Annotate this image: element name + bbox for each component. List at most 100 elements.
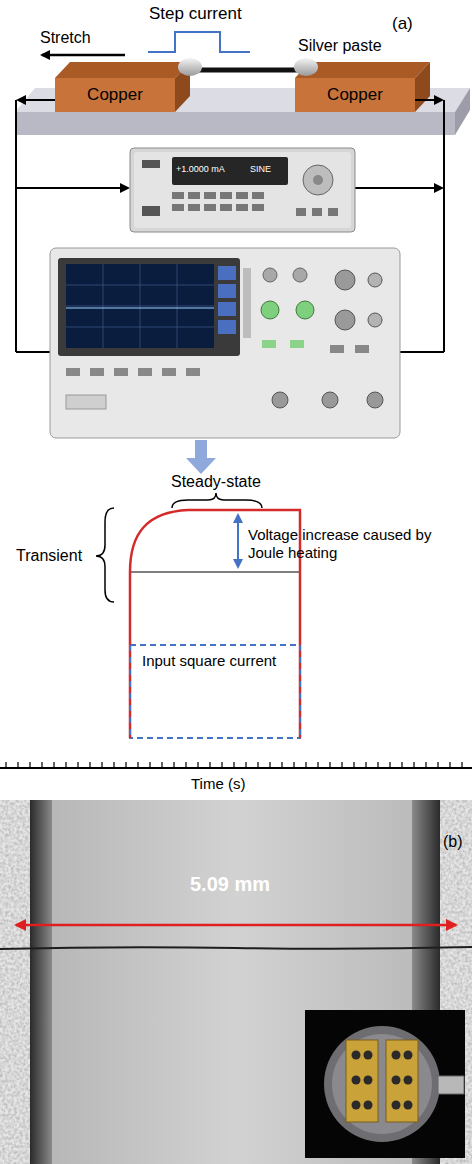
inset-photo bbox=[404, 1101, 413, 1110]
current-source bbox=[236, 204, 248, 211]
oscilloscope bbox=[66, 264, 214, 348]
oscilloscope bbox=[50, 248, 400, 438]
micrograph bbox=[0, 800, 30, 1164]
oscilloscope bbox=[186, 368, 200, 376]
current-source bbox=[134, 152, 351, 228]
current-source bbox=[188, 204, 200, 211]
current-source bbox=[252, 204, 264, 211]
wiring bbox=[16, 187, 128, 189]
oscilloscope bbox=[355, 345, 369, 353]
oscilloscope bbox=[103, 264, 104, 348]
wiring bbox=[355, 187, 442, 189]
wiring bbox=[15, 100, 17, 352]
oscilloscope bbox=[162, 368, 176, 376]
input-square-current bbox=[130, 645, 300, 738]
micrograph bbox=[0, 947, 472, 949]
annotation: Voltage increase caused by Joule heating bbox=[248, 526, 463, 562]
copper-block-faces bbox=[55, 62, 190, 78]
micrograph bbox=[0, 800, 472, 1164]
inset-photo bbox=[364, 1101, 373, 1110]
oscilloscope bbox=[290, 340, 304, 348]
output-arrow bbox=[186, 440, 216, 474]
panel-label: (b) bbox=[443, 832, 463, 851]
oscilloscope bbox=[330, 345, 344, 353]
copper-block: Copper bbox=[295, 78, 415, 112]
base-plate bbox=[455, 88, 470, 135]
inset-photo bbox=[386, 1040, 418, 1122]
inset-photo bbox=[324, 1026, 440, 1142]
inset-photo bbox=[352, 1076, 361, 1085]
inset-photo bbox=[364, 1076, 373, 1085]
baseline-level bbox=[130, 572, 300, 573]
inset-photo bbox=[404, 1051, 413, 1060]
micrograph bbox=[0, 800, 30, 1164]
inset-photo bbox=[392, 1051, 401, 1060]
inset-photo bbox=[364, 1051, 373, 1060]
signal-label: Input square current bbox=[142, 652, 276, 670]
current-source bbox=[328, 208, 338, 216]
micrograph bbox=[0, 800, 472, 1164]
oscilloscope bbox=[140, 264, 141, 348]
current-source bbox=[312, 208, 322, 216]
region-label: Steady-state bbox=[171, 472, 261, 491]
region-label: Transient bbox=[16, 546, 82, 565]
dashed-overlay bbox=[299, 645, 301, 738]
current-source bbox=[142, 160, 160, 168]
voltage-increase-arrow bbox=[237, 515, 239, 567]
wiring bbox=[18, 99, 55, 101]
current-source bbox=[172, 204, 184, 211]
oscilloscope bbox=[218, 320, 236, 334]
current-source bbox=[303, 165, 333, 195]
oscilloscope bbox=[138, 368, 152, 376]
wiring bbox=[443, 100, 445, 352]
pulse-symbol bbox=[148, 32, 250, 52]
part-label: Silver paste bbox=[298, 36, 382, 55]
oscilloscope bbox=[262, 340, 276, 348]
copper-block-faces bbox=[55, 62, 430, 112]
inset-photo bbox=[404, 1076, 413, 1085]
oscilloscope bbox=[368, 273, 382, 287]
oscilloscope bbox=[58, 258, 240, 356]
oscilloscope bbox=[272, 392, 288, 408]
inset-photo bbox=[392, 1101, 401, 1110]
current-source bbox=[188, 192, 200, 199]
direction-label: Stretch bbox=[40, 28, 91, 47]
current-source bbox=[172, 192, 184, 199]
inset-photo bbox=[352, 1101, 361, 1110]
oscilloscope bbox=[90, 368, 104, 376]
node-label: Copper bbox=[327, 85, 383, 105]
oscilloscope bbox=[218, 302, 236, 316]
silver-paste bbox=[294, 58, 318, 76]
inset-photo bbox=[392, 1076, 401, 1085]
base-plate bbox=[15, 112, 455, 135]
oscilloscope bbox=[263, 268, 277, 282]
inset-photo bbox=[438, 1076, 464, 1094]
oscilloscope bbox=[261, 301, 279, 319]
oscilloscope bbox=[66, 264, 214, 348]
inset-photo bbox=[346, 1040, 378, 1122]
copper-block-faces bbox=[415, 62, 430, 112]
oscilloscope bbox=[335, 270, 355, 290]
current-source bbox=[204, 192, 216, 199]
inset-photo bbox=[352, 1051, 361, 1060]
current-source bbox=[172, 157, 288, 185]
oscilloscope bbox=[218, 266, 236, 280]
oscilloscope bbox=[50, 248, 400, 438]
stretch-arrow bbox=[42, 54, 125, 57]
dimension-label: 5.09 mm bbox=[190, 872, 270, 896]
oscilloscope bbox=[218, 284, 236, 298]
oscilloscope bbox=[368, 313, 382, 327]
oscilloscope bbox=[367, 392, 383, 408]
wiring bbox=[16, 351, 50, 353]
copper-block: Copper bbox=[55, 78, 175, 112]
signal-label: Step current bbox=[149, 4, 242, 24]
wiring bbox=[415, 99, 442, 101]
inset-photo bbox=[305, 1010, 465, 1158]
micrograph bbox=[30, 800, 52, 1164]
axis-label: Time (s) bbox=[191, 775, 245, 793]
inset-photo bbox=[305, 1010, 465, 1158]
current-source bbox=[236, 192, 248, 199]
oscilloscope bbox=[177, 264, 178, 348]
